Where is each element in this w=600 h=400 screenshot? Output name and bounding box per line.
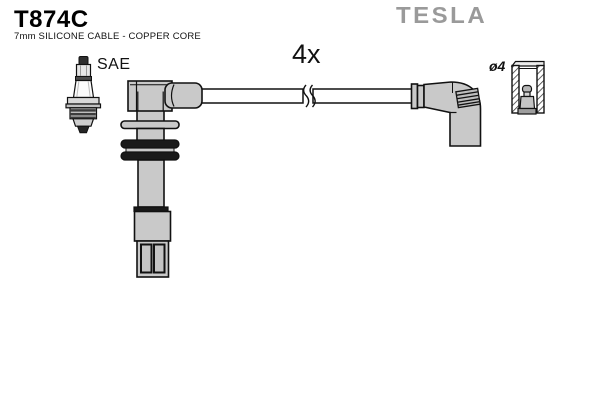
product-code: T874C: [14, 6, 89, 33]
ignition-cable-icon: [200, 84, 413, 108]
spark-plug-boot-icon: [410, 81, 482, 147]
product-subtitle: 7mm SILICONE CABLE - COPPER CORE: [14, 31, 201, 42]
label-quantity: 4x: [292, 39, 321, 69]
label-sae: SAE: [97, 56, 131, 73]
brand-logo: TESLA: [396, 3, 488, 29]
coil-end-connector-icon: [120, 80, 203, 278]
terminal-sleeve-icon: [510, 60, 545, 115]
label-terminal-diameter: ø4: [489, 58, 506, 74]
spark-plug-icon: [65, 56, 102, 134]
